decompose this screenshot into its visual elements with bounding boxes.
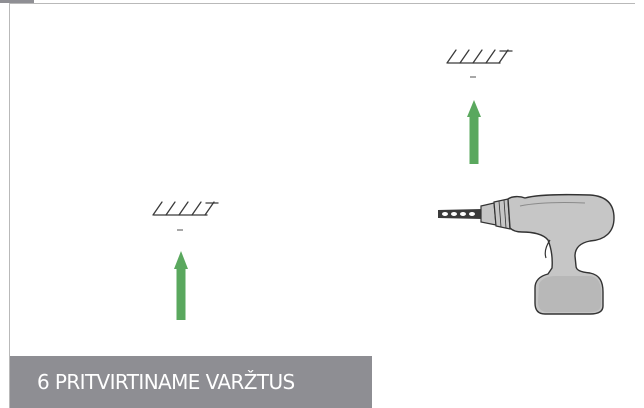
step-banner: 6 PRITVIRTINAME VARŽTUS: [10, 356, 372, 408]
content-frame: [9, 3, 635, 408]
screw-icon: [177, 229, 183, 231]
arrow-up-icon: [174, 251, 188, 320]
ceiling-hatch-icon: [152, 201, 219, 216]
ceiling-hatch-icon: [446, 49, 513, 64]
step-title: 6 PRITVIRTINAME VARŽTUS: [37, 370, 295, 394]
cordless-drill-icon: [438, 193, 615, 315]
arrow-up-icon: [467, 100, 481, 164]
screw-icon: [470, 76, 476, 78]
top-tab-marker: [0, 0, 34, 3]
